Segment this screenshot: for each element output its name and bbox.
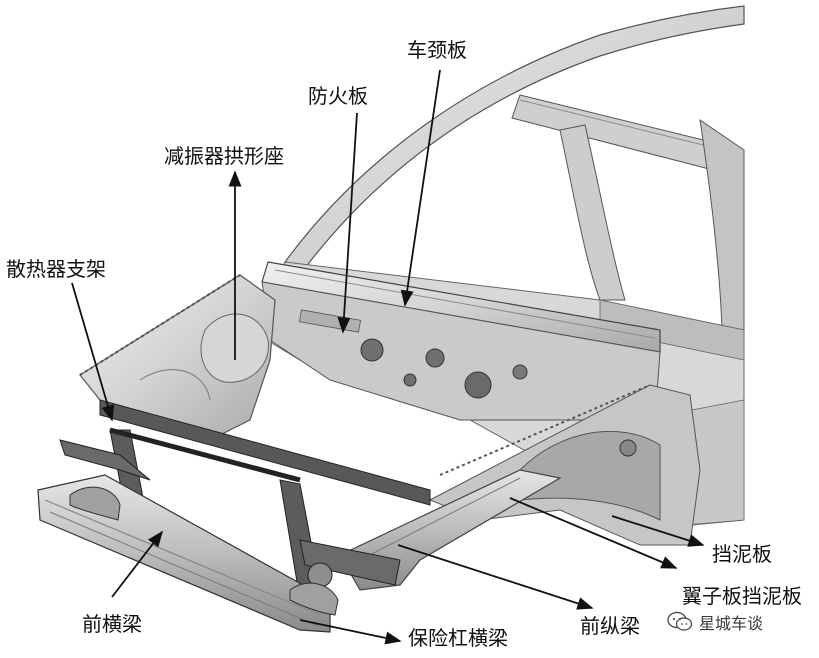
leader-cowl-panel (400, 69, 441, 307)
leader-fender-apron (509, 497, 678, 569)
watermark-text: 星城车谈 (699, 614, 764, 633)
label-front-rail: 前纵梁 (580, 614, 640, 638)
label-cowl-panel: 车颈板 (407, 38, 467, 62)
label-front-cross-member: 前横梁 (82, 612, 142, 636)
leader-bumper-beam (299, 619, 402, 645)
leader-front-rail (397, 544, 594, 610)
label-fender-apron: 翼子板挡泥板 (682, 584, 802, 608)
label-firewall: 防火板 (308, 84, 368, 108)
label-radiator-support: 散热器支架 (6, 257, 106, 281)
leader-firewall (337, 112, 358, 334)
watermark: 星城车谈 (667, 609, 763, 635)
label-bumper-beam: 保险杠横梁 (408, 626, 508, 650)
leader-radiator-support (71, 282, 115, 422)
label-mudguard: 挡泥板 (712, 542, 772, 566)
roof-frame (284, 5, 745, 331)
leader-lines (71, 69, 705, 645)
wechat-icon (667, 611, 693, 631)
label-shock-tower: 减振器拱形座 (164, 144, 284, 168)
leader-mudguard (611, 515, 705, 547)
bumper-beam-part (37, 474, 339, 633)
leader-front-cross-member (111, 530, 163, 598)
